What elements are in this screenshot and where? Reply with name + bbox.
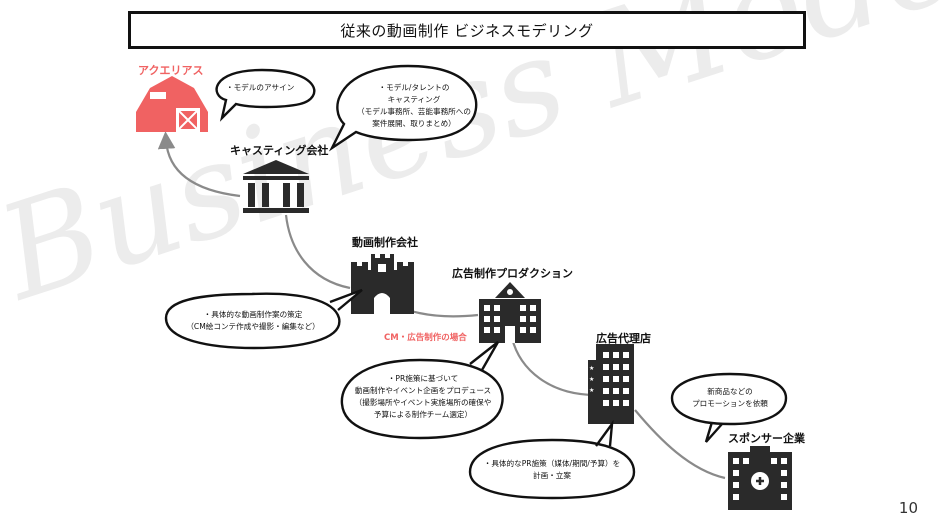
arrow-agency-to-adprod	[510, 337, 597, 397]
label-agency: 広告代理店	[596, 332, 651, 345]
label-casting: キャスティング会社	[230, 144, 329, 157]
bubble-line: 計画・立案	[533, 471, 571, 480]
bubble-agency-text: ・具体的なPR施策（媒体/期間/予算）を 計画・立案	[476, 458, 628, 482]
bubble-line: （撮影場所やイベント実施場所の確保や	[354, 398, 492, 407]
hospital-icon	[728, 446, 792, 510]
label-adprod: 広告制作プロダクション	[452, 267, 573, 280]
bubble-line: （モデル事務所、芸能事務所への	[357, 107, 471, 116]
page-number: 10	[898, 499, 918, 517]
bubble-line: ・PR施策に基づいて	[387, 374, 459, 383]
bubble-casting-text: ・モデル/タレントの キャスティング （モデル事務所、芸能事務所への 案件展開、…	[350, 82, 478, 130]
bubble-casting	[328, 64, 478, 152]
svg-text:★: ★	[589, 376, 594, 383]
bubble-video	[164, 288, 363, 350]
bubble-agency	[468, 419, 636, 500]
bubble-line: ・具体的な動画制作案の策定	[203, 310, 303, 319]
bubble-line: プロモーションを依頼	[692, 399, 768, 408]
bubble-line: ・具体的なPR施策（媒体/期間/予算）を	[483, 459, 621, 468]
tower-building-icon: ★ ★ ★	[588, 344, 634, 424]
svg-text:★: ★	[589, 387, 594, 394]
arrow-sponsor-to-agency	[634, 409, 726, 480]
bubble-adprod-text: ・PR施策に基づいて 動画制作やイベント企画をプロデュース （撮影場所やイベント…	[348, 373, 498, 421]
page-title: 従来の動画制作 ビジネスモデリング	[128, 11, 806, 49]
note-cm: CM・広告制作の場合	[384, 333, 467, 343]
label-video: 動画制作会社	[352, 236, 418, 249]
bubble-model-assign-text: ・モデルのアサイン	[226, 82, 294, 94]
barn-icon	[136, 76, 208, 132]
bubble-model-assign	[215, 68, 316, 122]
arrow-casting-to-aquelius	[157, 131, 241, 198]
bubble-line: 案件展開、取りまとめ）	[372, 119, 456, 128]
bubble-sponsor	[670, 372, 788, 443]
connectors	[157, 131, 726, 480]
label-aquelius: アクエリアス	[138, 64, 204, 77]
bubble-line: （CM絵コンテ作成や撮影・編集など）	[186, 322, 320, 331]
bubble-line: 新商品などの	[707, 387, 753, 396]
label-sponsor: スポンサー企業	[728, 432, 805, 445]
bubble-video-text: ・具体的な動画制作案の策定 （CM絵コンテ作成や撮影・編集など）	[180, 309, 326, 333]
arrow-video-to-casting	[284, 214, 351, 290]
bubble-line: ・モデル/タレントの	[378, 83, 450, 92]
bubble-line: 動画制作やイベント企画をプロデュース	[354, 386, 492, 395]
bubbles	[164, 64, 788, 500]
bubble-line: 予算による制作チーム選定）	[373, 410, 473, 419]
office-building-icon	[479, 282, 541, 343]
castle-icon	[351, 254, 414, 314]
bubble-line: ・モデルのアサイン	[226, 83, 295, 92]
bubble-adprod	[340, 341, 504, 440]
bubble-sponsor-text: 新商品などの プロモーションを依頼	[680, 386, 780, 410]
svg-text:★: ★	[589, 365, 594, 372]
bubble-line: キャスティング	[387, 95, 441, 104]
institution-icon	[243, 160, 309, 213]
